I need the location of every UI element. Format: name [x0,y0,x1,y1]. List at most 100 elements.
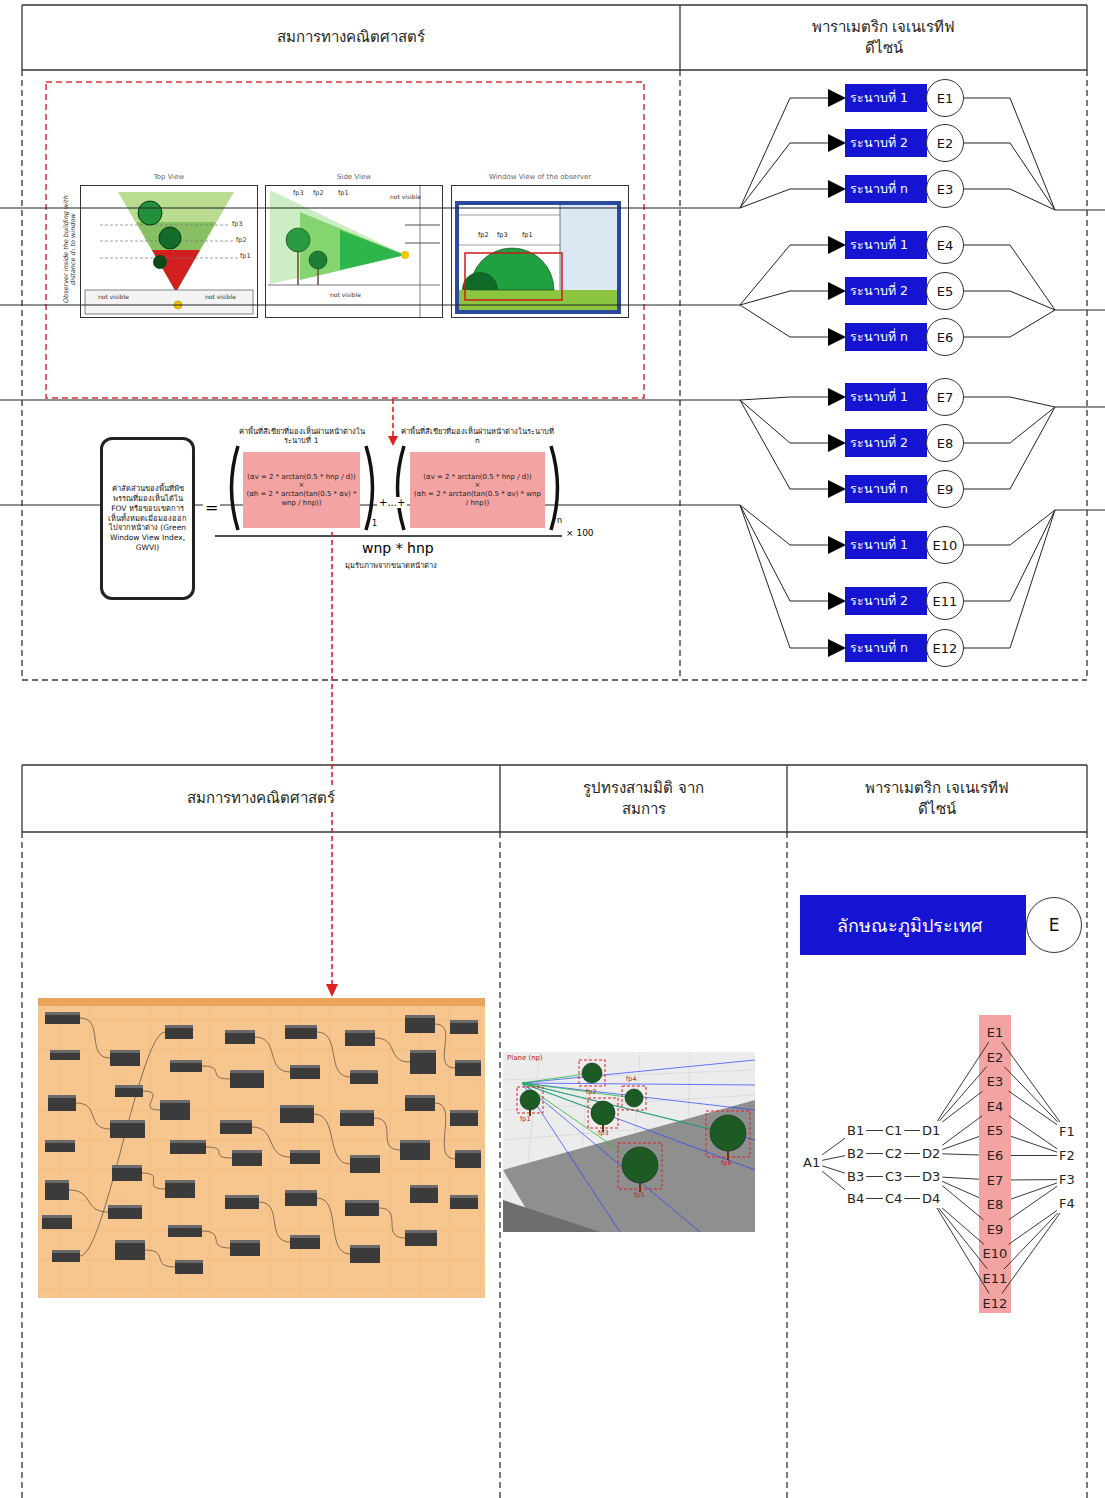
bracket-line [740,98,828,208]
graph-node [220,1120,252,1134]
table-frame [21,5,22,70]
tree-node: F4 [1058,1195,1076,1212]
plane-box: ระนาบที่ n [845,475,927,503]
connector-line [942,1181,979,1197]
graph-node-header [170,1060,202,1063]
bracket-line [964,189,1055,210]
connector-line [866,1130,883,1131]
graph-node-header [450,1195,478,1198]
table-frame [22,764,1087,765]
plane-box: ระนาบที่ 1 [845,531,927,559]
graph-node [168,1225,202,1237]
node-text: ระนาบที่ 2 [850,133,908,153]
bracket-line [964,291,1055,310]
node-text: E4 [981,1098,1009,1115]
connector-line [822,1156,845,1161]
graph-wire [142,1173,165,1189]
graph-wire [379,1208,405,1238]
three-d-render [522,1060,755,1083]
plane-id-circle: E10 [926,526,964,564]
node-text: B3 [847,1168,864,1185]
plane-box: ระนาบที่ 2 [845,587,927,615]
bracket-line [964,407,1055,443]
dashed-frame [46,82,644,398]
node-text: ระนาบที่ 2 [850,433,908,453]
graph-node-header [230,1070,264,1073]
graph-node [48,1095,76,1111]
graph-node-header [405,1015,435,1018]
graph-node-header [165,1025,193,1028]
arrow-head [828,388,846,406]
top-view-figure [153,255,167,269]
formula-heading: ค่าพื้นที่สีเขียวที่มองเห็นผ่านหน้าต่างใ… [398,427,557,447]
plane-id-circle: E12 [926,629,964,667]
connector-line [1004,1213,1058,1269]
graph-node-header [115,1240,145,1243]
top-view-figure [159,227,181,249]
graph-node [405,1095,435,1111]
table-frame [21,70,22,680]
plane-box: ระนาบที่ 2 [845,277,927,305]
label-text: not visible [98,294,129,301]
three-d-render [503,1052,755,1232]
connector-line [942,1154,979,1155]
three-d-render [618,1143,662,1189]
connector-line [822,1166,845,1173]
three-d-render [622,1086,646,1110]
top-view-figure [85,290,253,314]
side-view-figure [265,185,443,318]
side-view-figure [340,230,405,270]
label-text: fp1 [338,190,349,197]
graph-node-header [112,1165,142,1168]
graph-wire [76,1103,110,1129]
three-d-render [517,1087,543,1113]
top-view-figure [118,192,234,292]
bracket-line [1055,407,1105,408]
grid-line [38,1170,485,1171]
graph-wire [375,1038,410,1062]
bracket-line [964,98,1055,210]
node-text: พาราเมตริก เจเนเรทีฟดีไซน์ [795,17,973,58]
three-d-render [579,1060,605,1086]
graph-node [115,1085,143,1097]
plane-id-circle: E1 [926,79,964,117]
connector-line [822,1171,845,1190]
graph-node [405,1230,437,1246]
graph-node [350,1245,380,1263]
graph-node-header [50,1050,80,1053]
connector-line [1002,1042,1060,1122]
graph-node [50,1050,80,1060]
graph-node [160,1100,190,1120]
graph-node [230,1240,260,1256]
tree-node: C4 [884,1190,903,1207]
table-frame [1086,765,1087,832]
node-text: × [475,481,481,490]
three-d-render [582,1063,602,1083]
red-arrows [326,984,338,997]
connector-line [1011,1136,1057,1152]
connector-line [822,1138,845,1155]
node-text: E5 [981,1122,1009,1139]
three-d-render [522,1060,755,1232]
graph-node-header [52,1250,80,1253]
graph-node [405,1015,435,1033]
node-text: E2 [937,136,954,151]
arrow-head [828,480,846,498]
top-view-figure [100,258,238,259]
grid-line [38,1290,485,1291]
bracket-line [964,510,1055,648]
node-text: พาราเมตริก เจเนเรทีฟดีไซน์ [848,778,1026,819]
three-d-render [522,1073,592,1083]
side-view-figure [405,243,440,244]
table-frame [22,4,1087,5]
graph-node [110,1120,145,1138]
label-text: not visible [330,292,361,299]
node-text: (αv = 2 * arctan(0.5 * hnp / d)) [423,473,531,482]
three-d-render [706,1111,750,1157]
node-text: ระนาบที่ 2 [850,281,908,301]
node-text: E2 [981,1049,1009,1066]
node-text: รูปทรงสามมิติ จากสมการ [570,778,718,819]
node-text: Top View [71,173,267,181]
node-text: F3 [1059,1171,1075,1188]
graph-node-header [225,1030,255,1033]
